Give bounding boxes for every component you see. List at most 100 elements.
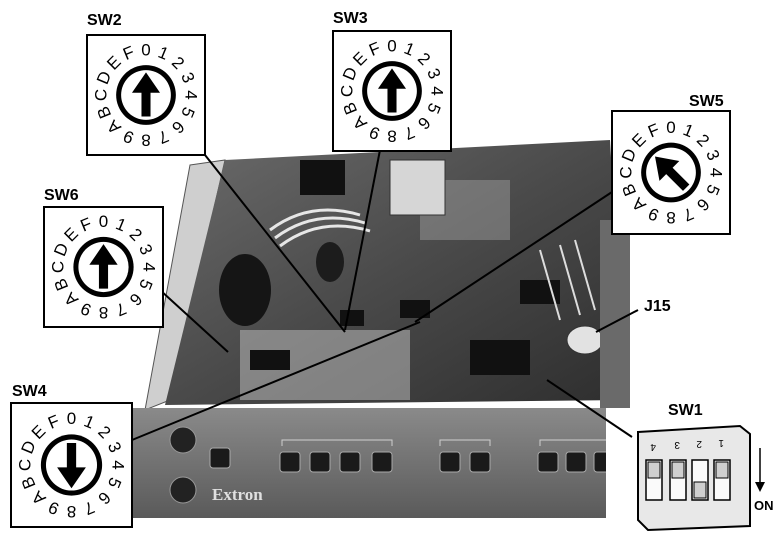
dial-character-3: 3 <box>104 439 125 455</box>
dip-switch-levers <box>645 459 731 501</box>
dial-pointer-arrow <box>377 68 407 113</box>
dial-character-4: 4 <box>108 460 127 469</box>
header-connectors <box>539 239 596 321</box>
dial-character-1: 1 <box>401 39 417 60</box>
dial-character-f: F <box>645 120 662 142</box>
dip-number-1: 1 <box>718 437 724 448</box>
dial-character-7: 7 <box>113 299 129 320</box>
dial-character-f: F <box>366 38 383 60</box>
dial-character-d: D <box>17 438 39 457</box>
dial-character-c: C <box>616 166 635 178</box>
panel-buttons <box>209 447 611 473</box>
dial-character-e: E <box>103 52 124 73</box>
leader-sw1 <box>546 379 633 438</box>
dial-character-1: 1 <box>680 120 696 141</box>
label-sw2: SW2 <box>87 12 122 29</box>
dial-character-d: D <box>618 146 640 165</box>
dial-character-4: 4 <box>707 168 726 177</box>
dial-character-4: 4 <box>428 86 447 95</box>
dial-character-9: 9 <box>367 122 383 143</box>
dial-character-a: A <box>60 288 82 310</box>
dial-character-c: C <box>16 459 35 471</box>
dip-number-2: 2 <box>696 438 702 449</box>
dial-character-b: B <box>618 181 640 199</box>
dip-number-4: 4 <box>650 441 656 452</box>
dial-character-2: 2 <box>168 53 188 73</box>
dip-lever-1 <box>715 461 729 479</box>
dial-character-6: 6 <box>168 117 188 137</box>
label-j15: J15 <box>644 298 671 315</box>
dial-character-0: 0 <box>99 212 108 231</box>
dial-character-a: A <box>103 116 125 138</box>
dial-character-2: 2 <box>126 225 146 245</box>
dial-character-e: E <box>628 130 649 151</box>
dial-character-f: F <box>45 411 62 433</box>
dial-pointer-arrow <box>57 442 86 489</box>
dial-character-5: 5 <box>423 100 444 116</box>
dial-character-7: 7 <box>680 204 696 225</box>
leader-sw5 <box>414 191 613 323</box>
dial-character-5: 5 <box>104 475 125 491</box>
dial-character-6: 6 <box>126 289 146 309</box>
dial-character-4: 4 <box>140 262 159 271</box>
transformer <box>389 159 446 216</box>
dial-character-b: B <box>18 474 40 492</box>
dial-character-5: 5 <box>135 276 156 292</box>
dial-character-3: 3 <box>702 147 723 163</box>
dial-character-c: C <box>337 85 356 97</box>
dial-character-b: B <box>50 276 72 294</box>
dial-character-2: 2 <box>693 130 713 150</box>
dial-character-8: 8 <box>666 208 675 227</box>
dial-character-c: C <box>48 261 67 273</box>
dial-character-0: 0 <box>666 118 675 137</box>
label-sw5: SW5 <box>689 93 724 110</box>
dial-character-7: 7 <box>81 497 97 518</box>
on-label: ON <box>754 498 774 513</box>
dip-lever-2 <box>693 481 707 499</box>
dial-character-f: F <box>78 214 95 236</box>
panel-brand: Extron <box>212 485 263 504</box>
leader-sw4 <box>131 321 421 441</box>
dial-character-8: 8 <box>99 303 108 322</box>
dial-character-9: 9 <box>46 497 62 518</box>
leader-sw6 <box>159 289 229 353</box>
dial-character-3: 3 <box>135 242 156 258</box>
leader-lines <box>131 149 639 441</box>
dial-pointer-arrow <box>89 244 118 289</box>
dip-lever-3 <box>671 461 685 479</box>
ribbon-cables <box>269 208 371 248</box>
dial-pointer-arrow <box>131 72 161 117</box>
dial-character-c: C <box>91 89 110 101</box>
dial-character-2: 2 <box>414 49 434 69</box>
dial-character-e: E <box>28 421 49 442</box>
dial-character-e: E <box>61 224 82 245</box>
dial-character-8: 8 <box>67 502 76 521</box>
dial-character-e: E <box>349 48 370 69</box>
dial-character-3: 3 <box>177 70 198 86</box>
dial-character-9: 9 <box>78 299 94 320</box>
dial-character-6: 6 <box>94 488 114 508</box>
dial-character-a: A <box>27 487 49 509</box>
dial-character-8: 8 <box>141 131 150 150</box>
dial-character-5: 5 <box>702 182 723 198</box>
dial-character-7: 7 <box>155 126 171 147</box>
label-sw1: SW1 <box>668 402 703 419</box>
capacitor <box>219 254 271 326</box>
dial-character-6: 6 <box>693 194 713 214</box>
dial-character-1: 1 <box>81 412 97 433</box>
dial-character-3: 3 <box>423 66 444 82</box>
dial-character-9: 9 <box>121 126 137 147</box>
dip-switch-sw1: 4 3 2 1 ON <box>637 424 774 532</box>
dial-character-d: D <box>93 68 115 87</box>
panel-group-brackets <box>281 439 610 446</box>
dial-character-d: D <box>339 64 361 83</box>
dial-character-4: 4 <box>182 90 201 99</box>
dial-character-5: 5 <box>177 104 198 120</box>
